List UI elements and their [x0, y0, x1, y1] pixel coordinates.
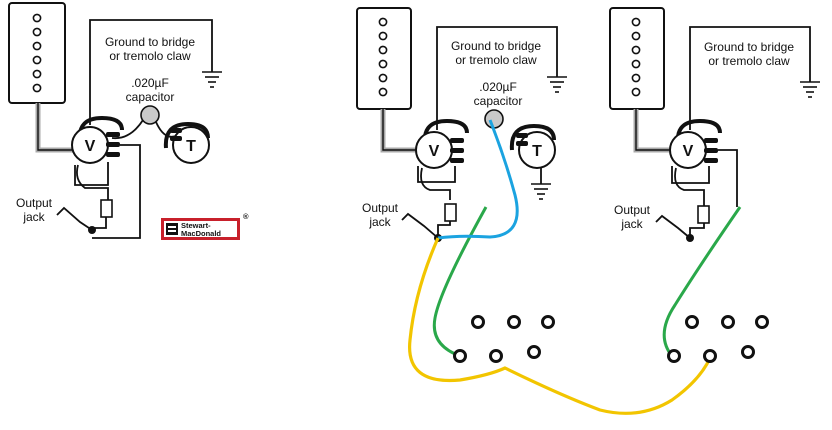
- jack-lead: [655, 214, 691, 239]
- yellow-wire: [408, 237, 712, 415]
- svg-text:V: V: [85, 138, 96, 155]
- solder-lug-icon: [527, 345, 541, 359]
- ground-symbol-icon: [800, 81, 820, 98]
- solder-lug-icon: [471, 315, 485, 329]
- svg-text:Stewart-: Stewart-: [181, 221, 211, 230]
- stewart-macdonald-logo: Stewart- MacDonald ®: [161, 212, 249, 240]
- green-wire: [432, 206, 488, 358]
- volume-pot-icon: V: [669, 118, 722, 169]
- solder-lug-icon: [685, 315, 699, 329]
- ground-wire: [718, 149, 738, 207]
- shielded-lead: [35, 103, 78, 153]
- hot-wire: [671, 166, 710, 184]
- solder-lug-icon: [507, 315, 521, 329]
- capacitor-lead: [111, 119, 144, 140]
- shielded-lead: [633, 109, 672, 153]
- jack-lead: [56, 206, 93, 231]
- shielded-lead: [380, 109, 420, 153]
- pickup-icon: [8, 2, 66, 104]
- ground-wire: [436, 26, 558, 130]
- svg-text:T: T: [532, 143, 542, 160]
- jack-wire: [437, 221, 451, 236]
- svg-text:V: V: [429, 143, 440, 160]
- pickup-selector-lugs: [453, 315, 555, 363]
- svg-text:V: V: [683, 143, 694, 160]
- ground-symbol-icon: [531, 183, 551, 200]
- volume-pot-icon: V: [71, 115, 124, 164]
- solder-lug-icon: [703, 349, 717, 363]
- ground-symbol-icon: [547, 76, 567, 93]
- svg-text:T: T: [186, 138, 196, 155]
- svg-text:®: ®: [243, 212, 249, 221]
- ground-wire: [689, 26, 811, 130]
- hot-wire: [417, 166, 456, 183]
- solder-lug-icon: [755, 315, 769, 329]
- tone-pot-icon: T: [163, 121, 210, 164]
- hot-wire: [74, 162, 109, 186]
- solder-lug-icon: [667, 349, 681, 363]
- volume-pot-icon: V: [415, 118, 469, 169]
- capacitor-icon: [484, 109, 504, 129]
- jack-wire: [689, 223, 705, 235]
- volume-output-wire: [420, 167, 451, 200]
- ground-wire: [89, 19, 213, 125]
- tone-hookup-wire: [92, 144, 141, 239]
- pickup-selector-lugs: [667, 315, 769, 363]
- svg-text:MacDonald: MacDonald: [181, 229, 221, 238]
- jack-wire: [92, 217, 107, 229]
- blue-wire: [437, 119, 519, 240]
- solder-lug-icon: [541, 315, 555, 329]
- resistor-icon: [100, 199, 113, 218]
- pickup-icon: [609, 7, 665, 110]
- solder-lug-icon: [721, 315, 735, 329]
- jack-lead: [401, 212, 439, 239]
- resistor-icon: [697, 205, 710, 224]
- resistor-icon: [444, 203, 457, 222]
- volume-output-wire: [674, 167, 705, 206]
- tone-pot-icon: T: [509, 123, 556, 169]
- green-wire: [662, 206, 742, 357]
- capacitor-icon: [140, 105, 160, 125]
- solder-lug-icon: [489, 349, 503, 363]
- solder-lug-icon: [453, 349, 467, 363]
- solder-lug-icon: [741, 345, 755, 359]
- ground-symbol-icon: [202, 71, 222, 88]
- volume-output-wire: [76, 164, 109, 200]
- pickup-icon: [356, 7, 412, 110]
